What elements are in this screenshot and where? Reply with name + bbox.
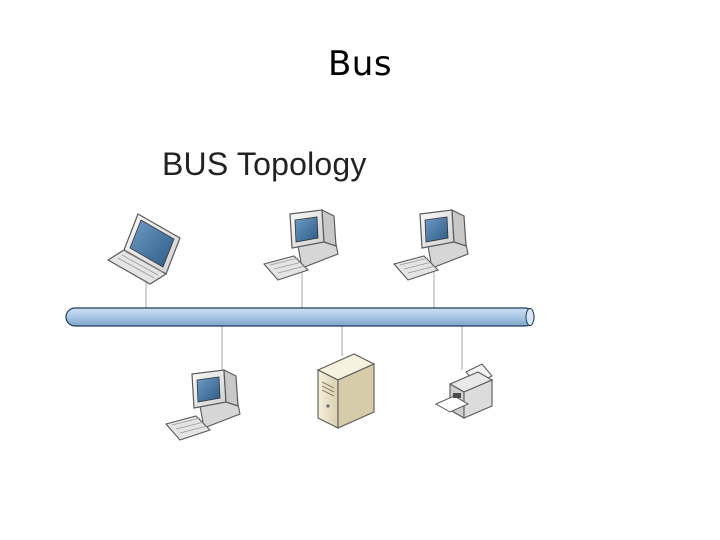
desktop-computer-icon	[263, 208, 339, 281]
server-tower-icon	[316, 353, 376, 429]
printer-icon	[434, 363, 494, 419]
diagram-title: BUS Topology	[162, 146, 367, 182]
desktop-computer-icon	[393, 208, 469, 281]
laptop-icon	[106, 213, 181, 285]
desktop-computer-icon	[165, 368, 241, 441]
connector-lines	[145, 272, 463, 372]
slide-title: Bus	[327, 44, 393, 84]
bus-cable	[65, 307, 535, 327]
